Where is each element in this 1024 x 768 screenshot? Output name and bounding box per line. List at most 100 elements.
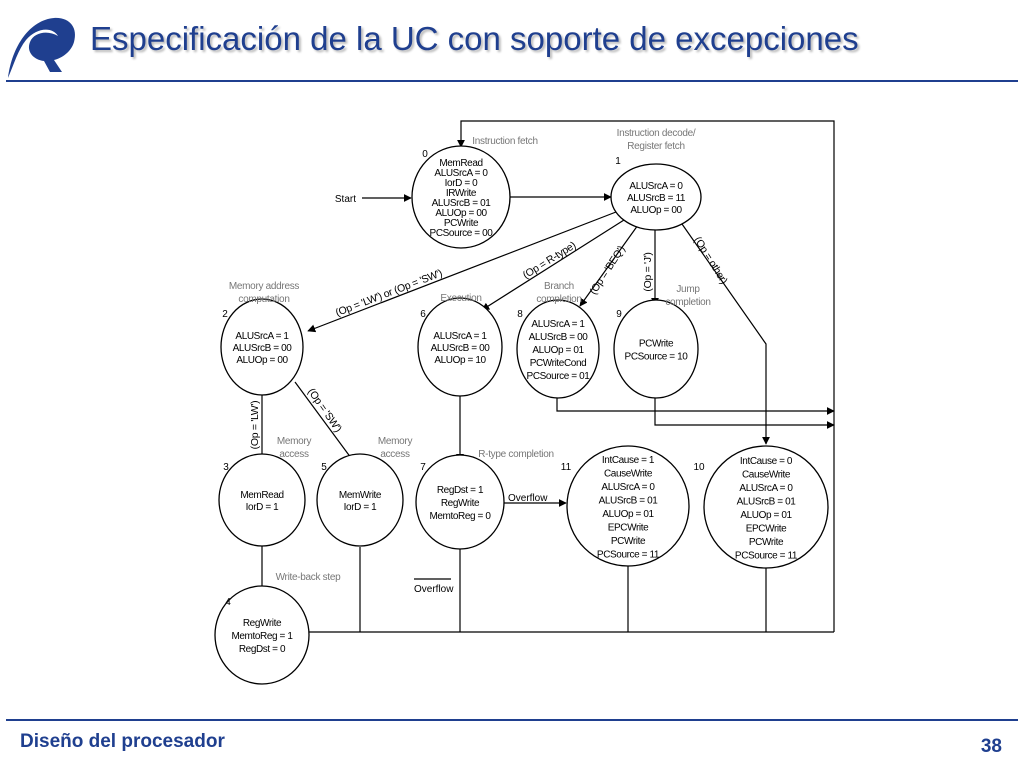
- state-signal: MemtoReg = 1: [231, 631, 293, 642]
- logo-mark: [8, 17, 76, 78]
- state-number: 8: [517, 309, 523, 320]
- slide-title: Especificación de la UC con soporte de e…: [90, 20, 859, 57]
- state-signal: PCWriteCond: [530, 358, 587, 369]
- state-signal: ALUOp = 10: [434, 355, 486, 366]
- state-signal: IorD = 1: [246, 502, 279, 513]
- state-signal: ALUSrcB = 00: [431, 343, 491, 354]
- state-signal: IRWrite: [446, 188, 477, 199]
- state-signal: PCSource = 10: [625, 352, 689, 363]
- state-caption: Jump: [676, 284, 700, 295]
- state-caption: Register fetch: [627, 141, 685, 152]
- state-signal: EPCWrite: [746, 523, 787, 534]
- title-rule: [6, 80, 1018, 82]
- state-signal: ALUSrcA = 0: [601, 482, 655, 493]
- state-signal: IorD = 0: [445, 178, 478, 189]
- state-signal: ALUOp = 00: [435, 208, 487, 219]
- overflow-label: Overflow: [508, 493, 548, 504]
- state-signal: PCSource = 11: [735, 550, 798, 561]
- state-signal: ALUSrcA = 1: [531, 319, 585, 330]
- state-signal: CauseWrite: [742, 469, 791, 480]
- state-number: 0: [422, 149, 428, 160]
- state-bubble: [218, 453, 306, 547]
- arrow-9-to-return: [654, 398, 835, 429]
- state-signal: IntCause = 0: [740, 456, 793, 467]
- state-caption: computation: [238, 294, 289, 305]
- cond-other: (Op = other): [691, 235, 729, 287]
- state-signal: ALUSrcA = 1: [235, 331, 289, 342]
- return-to-state-0: [457, 120, 835, 632]
- state-caption: Memory: [277, 436, 312, 447]
- state-signal: PCSource = 01: [527, 371, 591, 382]
- state-signal: PCSource = 00: [430, 228, 494, 239]
- state-signal: ALUSrcB = 00: [529, 332, 589, 343]
- state-number: 10: [693, 462, 705, 473]
- state-number: 7: [420, 462, 426, 473]
- state-bubble: [411, 145, 511, 249]
- state-caption: completion: [665, 297, 710, 308]
- state-signal: ALUOp = 01: [602, 509, 654, 520]
- state-signal: MemWrite: [339, 490, 382, 501]
- state-signal: ALUSrcB = 01: [737, 496, 797, 507]
- state-signal: ALUSrcB = 01: [599, 495, 659, 506]
- state-signal: PCWrite: [639, 339, 674, 350]
- state-signal: PCWrite: [611, 536, 646, 547]
- overflow-bar-label: Overflow: [414, 584, 454, 595]
- footer-text: Diseño del procesador: [20, 731, 225, 752]
- state-signal: ALUSrcB = 11: [627, 193, 686, 204]
- cond-lw-or-sw: (Op = 'LW') or (Op = 'SW'): [334, 267, 444, 319]
- state-signal: RegWrite: [441, 498, 480, 509]
- state-number: 2: [222, 309, 228, 320]
- state-signal: ALUSrcA = 0: [629, 181, 683, 192]
- cond-lw: (Op = 'LW'): [249, 401, 261, 450]
- state-bubble: [703, 445, 829, 569]
- cond-beq: (Op = 'BEQ'): [587, 244, 627, 297]
- state-signal: CauseWrite: [604, 468, 653, 479]
- state-number: 11: [561, 462, 572, 473]
- state-bubble: [220, 298, 304, 396]
- state-signal: PCSource = 11: [597, 549, 660, 560]
- state-caption: Memory address: [229, 281, 300, 292]
- state-caption: access: [279, 449, 309, 460]
- state-caption: completion: [536, 294, 581, 305]
- state-signal: MemRead: [240, 490, 283, 501]
- state-caption: Write-back step: [276, 572, 342, 583]
- state-number: 9: [616, 309, 622, 320]
- state-caption: R-type completion: [478, 449, 554, 460]
- state-bubble: [610, 163, 702, 231]
- state-caption: Instruction fetch: [472, 136, 538, 147]
- state-signal: RegDst = 0: [239, 644, 286, 655]
- transitions: [258, 120, 835, 633]
- arrow-1-to-6: [481, 219, 625, 311]
- state-signal: RegWrite: [243, 618, 282, 629]
- state-bubble: [417, 297, 503, 397]
- state-caption: Execution: [440, 293, 481, 304]
- state-bubble: [566, 445, 690, 567]
- state-bubble: [415, 454, 505, 550]
- state-signal: IntCause = 1: [602, 455, 655, 466]
- logo: [8, 17, 76, 78]
- state-number: 1: [615, 156, 621, 167]
- state-signal: IorD = 1: [344, 502, 377, 513]
- state-signal: MemRead: [439, 158, 482, 169]
- cond-j: (Op = 'J'): [642, 252, 654, 291]
- state-signal: PCWrite: [749, 537, 784, 548]
- state-bubble: [316, 453, 404, 547]
- state-signal: ALUOp = 00: [630, 205, 682, 216]
- state-signal: ALUSrcA = 0: [739, 483, 793, 494]
- state-signal: ALUSrcB = 01: [432, 198, 492, 209]
- state-number: 6: [420, 309, 426, 320]
- state-signal: ALUSrcA = 0: [434, 168, 488, 179]
